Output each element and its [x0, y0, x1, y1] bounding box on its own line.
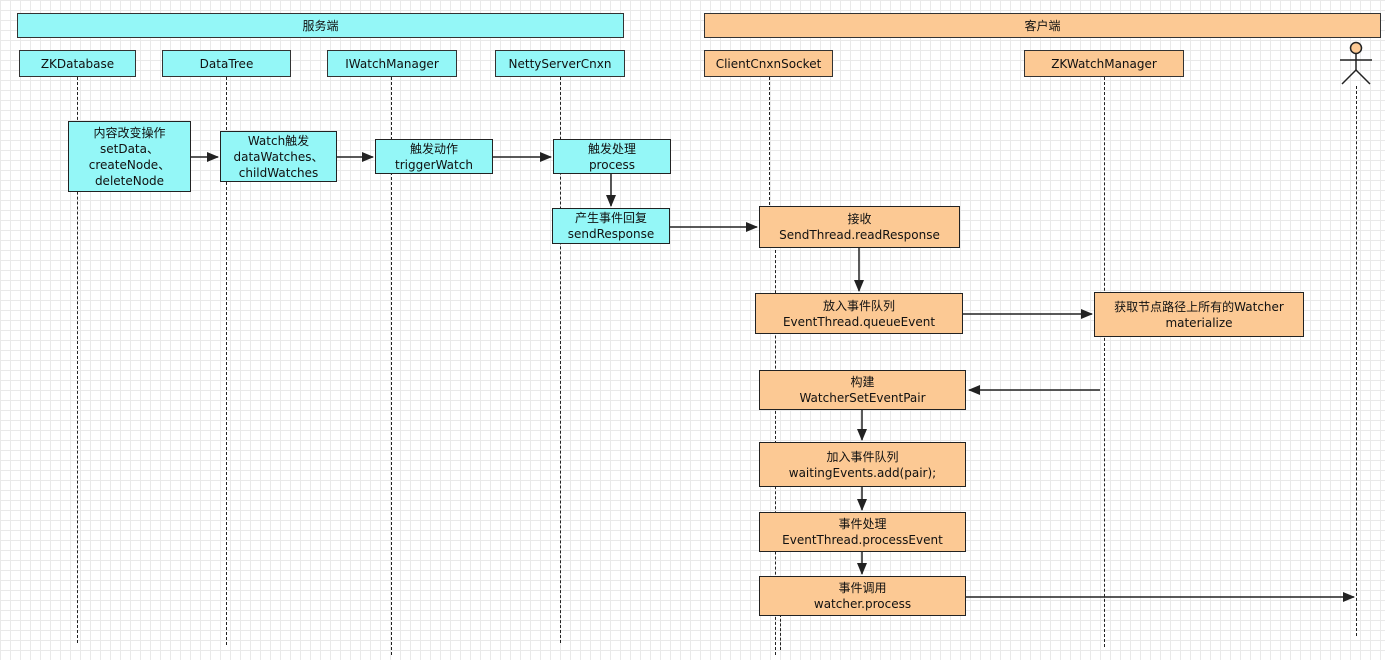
server-title: 服务端: [302, 18, 339, 33]
lifeline-header-clientcnxnsocket: ClientCnxnSocket: [704, 50, 833, 77]
step-label: 内容改变操作: [93, 125, 166, 140]
lifeline-header-zkdatabase: ZKDatabase: [19, 50, 136, 77]
step-invoke-watcher: 事件调用 watcher.process: [759, 576, 966, 616]
lifeline-actor: [1356, 86, 1357, 636]
lifeline-label: ClientCnxnSocket: [715, 56, 822, 71]
step-label: dataWatches、: [233, 149, 324, 164]
step-watch-trigger: Watch触发 dataWatches、 childWatches: [220, 131, 337, 182]
step-label: 触发处理: [587, 141, 636, 156]
step-label: SendThread.readResponse: [779, 228, 940, 242]
lifeline-header-nettyservercnxn: NettyServerCnxn: [495, 50, 625, 77]
step-materialize: 获取节点路径上所有的Watcher materialize: [1094, 292, 1304, 337]
step-label: EventThread.processEvent: [782, 533, 943, 547]
step-label: WatcherSetEventPair: [799, 391, 926, 405]
actor-user-icon: [1340, 41, 1372, 85]
step-label: 获取节点路径上所有的Watcher: [1114, 299, 1284, 314]
lifeline-header-zkwatchmanager: ZKWatchManager: [1024, 50, 1184, 77]
lifeline-label: NettyServerCnxn: [508, 56, 612, 71]
step-label: Watch触发: [247, 133, 310, 148]
step-label: process: [588, 157, 636, 172]
lifeline-header-iwatchmanager: IWatchManager: [327, 50, 457, 77]
step-receive: 接收 SendThread.readResponse: [759, 206, 960, 248]
step-label: 产生事件回复: [574, 211, 647, 225]
step-build-pair: 构建 WatcherSetEventPair: [759, 370, 966, 410]
step-label: createNode、: [88, 157, 171, 172]
step-send-response: 产生事件回复 sendResponse: [552, 208, 670, 244]
step-label: 触发动作: [409, 141, 458, 156]
lifeline-iwatchmanager: [391, 77, 392, 655]
lifeline-label: ZKWatchManager: [1051, 56, 1157, 71]
step-label: 构建: [850, 375, 875, 389]
lifeline-zkdatabase: [77, 77, 78, 643]
step-process-event: 事件处理 EventThread.processEvent: [759, 512, 966, 552]
lifeline-label: ZKDatabase: [40, 56, 115, 71]
step-queue-event: 放入事件队列 EventThread.queueEvent: [755, 293, 963, 334]
lifeline-nettyservercnxn: [560, 77, 561, 643]
step-label: setData、: [100, 141, 159, 156]
lifeline-zkwatchmanager: [1104, 77, 1105, 647]
lifeline-clientcnxnsocket-tail: [780, 614, 781, 650]
step-label: triggerWatch: [395, 157, 473, 172]
step-add-waiting: 加入事件队列 waitingEvents.add(pair);: [759, 442, 966, 487]
lifeline-clientcnxnsocket: [769, 77, 770, 205]
step-label: EventThread.queueEvent: [782, 314, 936, 329]
step-content-change: 内容改变操作 setData、 createNode、 deleteNode: [68, 121, 191, 192]
step-label: 加入事件队列: [826, 449, 899, 464]
step-label: watcher.process: [813, 597, 912, 611]
step-trigger-process: 触发处理 process: [553, 139, 671, 174]
client-title: 客户端: [1024, 18, 1061, 33]
step-label: 事件调用: [838, 581, 887, 595]
lifeline-datatree: [226, 77, 227, 645]
step-label: materialize: [1165, 315, 1233, 330]
step-label: waitingEvents.add(pair);: [788, 465, 937, 480]
client-group-header: 客户端: [704, 13, 1381, 38]
server-group-header: 服务端: [17, 13, 624, 38]
step-label: sendResponse: [567, 227, 655, 241]
lifeline-label: IWatchManager: [345, 56, 439, 71]
step-label: deleteNode: [94, 173, 165, 188]
step-label: 事件处理: [838, 517, 887, 531]
lifeline-label: DataTree: [199, 56, 254, 71]
step-label: 放入事件队列: [822, 298, 895, 313]
step-label: childWatches: [238, 165, 319, 180]
lifeline-header-datatree: DataTree: [162, 50, 291, 77]
step-label: 接收: [847, 212, 872, 226]
step-trigger-action: 触发动作 triggerWatch: [375, 139, 493, 174]
